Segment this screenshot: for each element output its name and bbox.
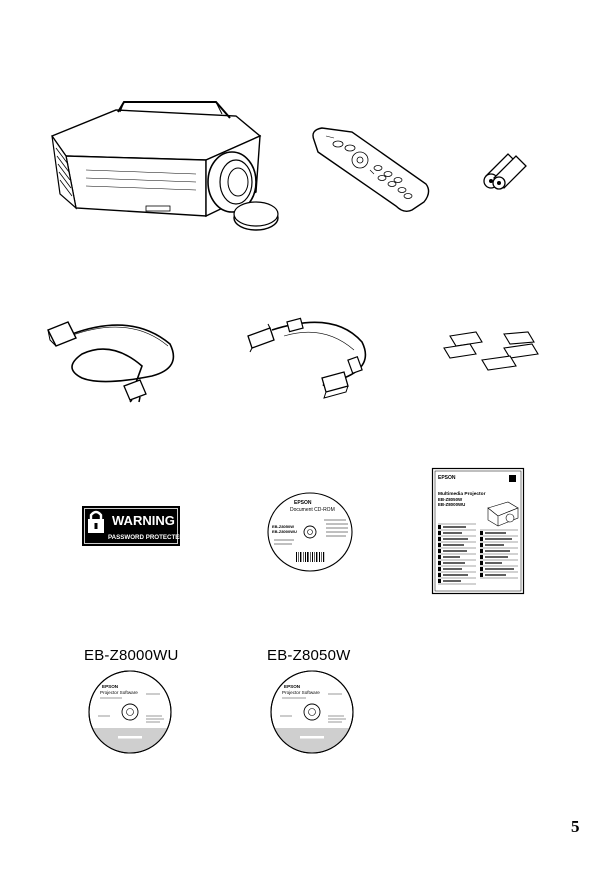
software-cd-1-title: Projector Software bbox=[100, 690, 138, 695]
guide-model-2: EB-Z8000WU bbox=[438, 502, 465, 507]
sticker-warning-text: WARNING bbox=[112, 513, 175, 528]
document-cd-title: Document CD-ROM bbox=[290, 507, 335, 513]
model-label-ebz8000wu: EB-Z8000WU bbox=[84, 647, 179, 664]
software-cd-2-title: Projector Software bbox=[282, 690, 320, 695]
padlock-icon bbox=[88, 510, 104, 533]
document-cd-model-2: EB-Z8000WU bbox=[272, 529, 297, 534]
guide-title: Multimedia Projector bbox=[438, 491, 486, 497]
power-cord-illustration bbox=[42, 306, 182, 403]
document-cd-rom: EPSON Document CD-ROM EB-Z8050W EB-Z8000… bbox=[266, 492, 354, 572]
computer-cable-illustration bbox=[244, 308, 374, 404]
guide-brand: EPSON bbox=[438, 475, 456, 481]
batteries-illustration bbox=[480, 146, 530, 190]
document-cd-model-1: EB-Z8050W bbox=[272, 524, 294, 529]
projector-illustration bbox=[46, 98, 286, 238]
air-filters-illustration bbox=[442, 330, 548, 376]
software-cd-1-brand: EPSON bbox=[102, 684, 119, 689]
document-cd-brand: EPSON bbox=[294, 500, 312, 506]
software-cd-rom-2: EPSON Projector Software bbox=[270, 670, 354, 754]
quick-start-guide-booklet: EPSON Multimedia Projector EB-Z8050W EB-… bbox=[431, 467, 525, 595]
remote-control-illustration bbox=[308, 122, 434, 218]
page-number: 5 bbox=[571, 817, 580, 836]
password-protected-sticker: WARNING PASSWORD PROTECTED bbox=[82, 506, 184, 546]
software-cd-2-brand: EPSON bbox=[284, 684, 301, 689]
sticker-subtitle-text: PASSWORD PROTECTED bbox=[108, 534, 184, 541]
barcode-graphic bbox=[296, 552, 325, 562]
model-label-ebz8050w: EB-Z8050W bbox=[267, 647, 351, 664]
software-cd-rom-1: EPSON Projector Software bbox=[88, 670, 172, 754]
guide-model-1: EB-Z8050W bbox=[438, 497, 463, 502]
